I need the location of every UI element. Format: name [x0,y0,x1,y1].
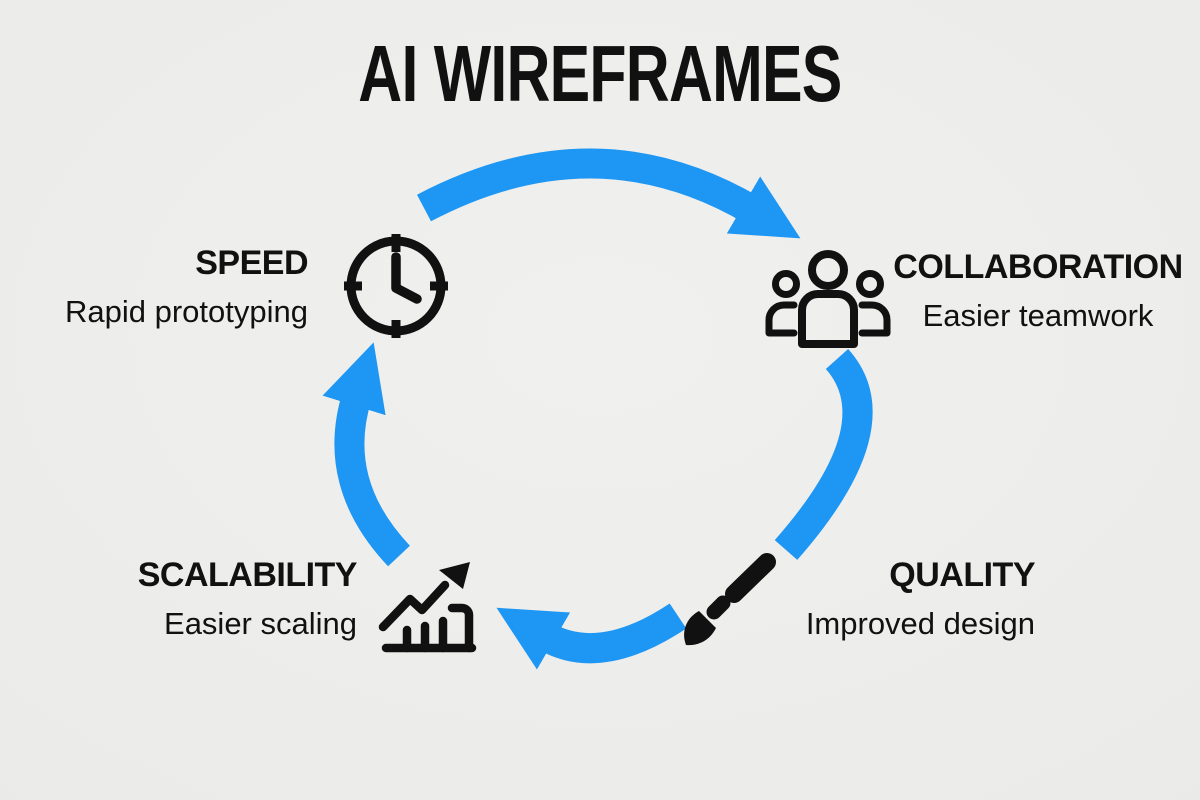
node-speed-description: Rapid prototyping [65,294,308,330]
clock-icon [340,230,452,342]
node-scalability: SCALABILITY Easier scaling [27,556,358,645]
arrow-speed-to-collaboration-icon [417,148,801,239]
growth-chart-icon [378,556,478,656]
node-quality-label: QUALITY [889,556,1035,594]
page-title: AI WIREFRAMES [0,30,1200,118]
paintbrush-icon [678,550,790,655]
group-icon [760,243,896,348]
node-quality: QUALITY Improved design [715,556,1036,645]
node-speed-label: SPEED [195,244,308,282]
arrow-scalability-to-speed-icon [322,342,411,567]
node-collaboration-label: COLLABORATION [893,248,1183,286]
node-quality-description: Improved design [805,606,1035,642]
node-collaboration: COLLABORATION Easier teamwork [893,248,1183,337]
page-title-text: AI WIREFRAMES [358,29,842,118]
node-speed: SPEED Rapid prototyping [58,244,309,333]
arrow-quality-to-scalability-icon [496,603,687,670]
node-scalability-description: Easier scaling [164,606,357,642]
node-scalability-label: SCALABILITY [137,556,358,594]
node-collaboration-description: Easier teamwork [922,298,1154,334]
arrow-collaboration-to-quality-icon [774,349,873,560]
